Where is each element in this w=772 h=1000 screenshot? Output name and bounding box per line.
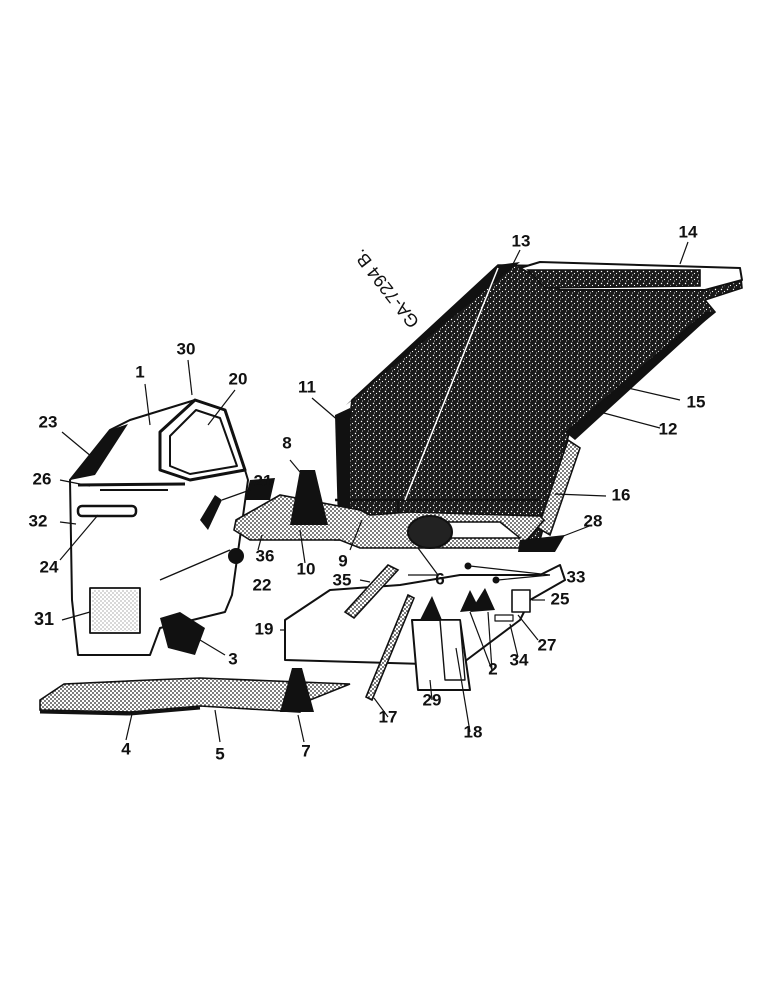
callout-15: 15 [687,392,706,411]
callout-28: 28 [584,511,603,530]
rear-floor-mat [334,261,743,541]
callout-19: 19 [255,619,274,638]
callout-34: 34 [510,650,529,669]
callout-24: 24 [40,557,59,576]
callout-3: 3 [228,649,237,668]
callout-2: 2 [488,659,497,678]
callout-35: 35 [333,570,352,589]
callout-18: 18 [464,722,483,741]
callout-33: 33 [567,567,586,586]
callout-31: 31 [34,609,54,629]
side-trim-strip [364,593,416,702]
callout-5: 5 [215,744,224,763]
callout-25: 25 [551,589,570,608]
callout-7: 7 [301,741,310,760]
callout-22: 22 [253,575,272,594]
callout-27: 27 [538,635,557,654]
callout-17: 17 [379,707,398,726]
callout-10: 10 [297,559,316,578]
callout-4: 4 [121,739,131,758]
cab-side-panel [69,398,249,656]
leader-lines [59,241,689,743]
callout-36: 36 [256,546,275,565]
callout-9: 9 [338,551,347,570]
callout-16: 16 [612,485,631,504]
bottom-floor-mat [39,668,351,716]
callout-21: 21 [254,471,273,490]
callout-6: 6 [435,569,444,588]
callout-11: 11 [298,377,316,396]
callout-14: 14 [679,222,698,241]
callout-13: 13 [512,231,531,250]
callout-32: 32 [29,511,48,530]
callout-23: 23 [39,412,58,431]
callout-12: 12 [659,419,678,438]
callout-29: 29 [423,690,442,709]
callouts: 1 2 3 4 5 6 7 8 9 10 11 12 13 14 15 16 1… [29,222,706,763]
callout-1: 1 [135,362,144,381]
front-floor-mat [233,470,546,549]
callout-20: 20 [229,369,248,388]
callout-8: 8 [282,433,291,452]
drawing-code: GA-7294 B. [349,245,423,331]
callout-26: 26 [33,469,52,488]
callout-30: 30 [177,339,196,358]
